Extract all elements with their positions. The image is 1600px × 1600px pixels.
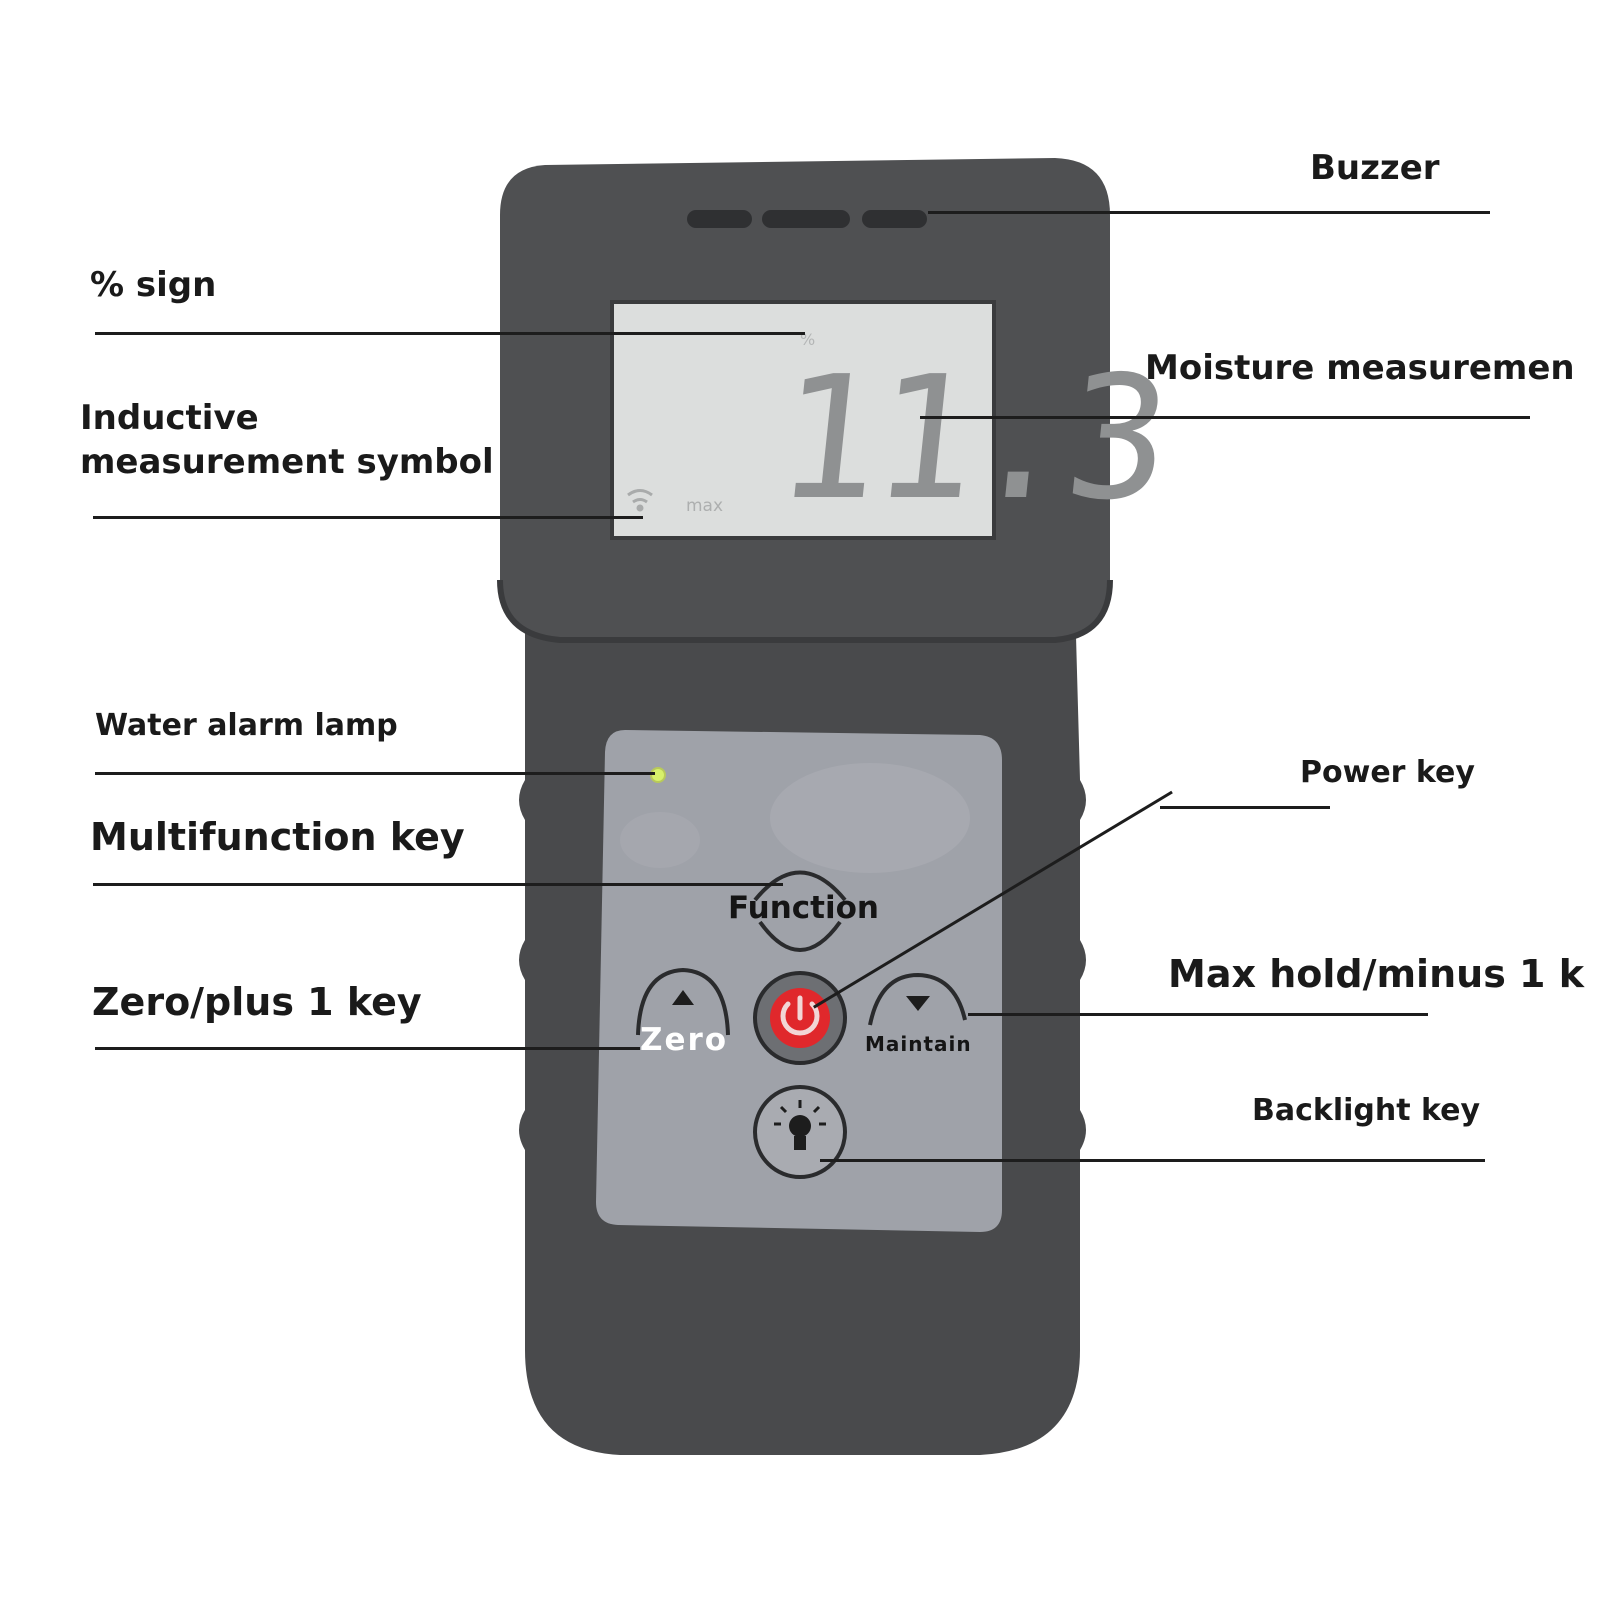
moisture-reading: 11.3 [767, 340, 1174, 538]
percent-sign-label: % sign [90, 265, 217, 305]
inductive-label-line1: Inductive [80, 398, 259, 438]
inductive-leader [93, 516, 643, 519]
water-alarm-leader [95, 772, 655, 775]
zero-plus-label: Zero/plus 1 key [92, 980, 422, 1024]
backlight-key-graphic [753, 1085, 847, 1179]
percent-leader [95, 332, 805, 335]
max-hold-label: Max hold/minus 1 k [1168, 952, 1584, 996]
power-leader-horizontal [1160, 806, 1330, 809]
power-key-graphic [753, 971, 847, 1065]
inductive-label-line2: measurement symbol [80, 442, 494, 482]
inductive-symbol [627, 489, 653, 512]
zero-leader [95, 1047, 640, 1050]
buzzer-label: Buzzer [1310, 148, 1440, 188]
function-key[interactable]: Function [728, 890, 879, 926]
moisture-leader [920, 416, 1530, 419]
multifunction-label: Multifunction key [90, 815, 465, 859]
backlight-label: Backlight key [1252, 1093, 1481, 1128]
zero-key[interactable]: Zero [640, 1022, 729, 1058]
power-key-label: Power key [1300, 755, 1475, 790]
backlight-leader [820, 1159, 1485, 1162]
max-hold-leader [968, 1013, 1428, 1016]
lcd-screen [610, 300, 996, 540]
max-indicator: max [686, 496, 724, 516]
multifunction-leader [93, 883, 783, 886]
moisture-label: Moisture measuremen [1145, 348, 1575, 388]
maintain-key[interactable]: Maintain [865, 1032, 972, 1056]
buzzer-leader [928, 211, 1490, 214]
water-alarm-lamp [650, 767, 666, 783]
buzzer-slots [687, 210, 927, 228]
water-alarm-label: Water alarm lamp [95, 708, 398, 743]
